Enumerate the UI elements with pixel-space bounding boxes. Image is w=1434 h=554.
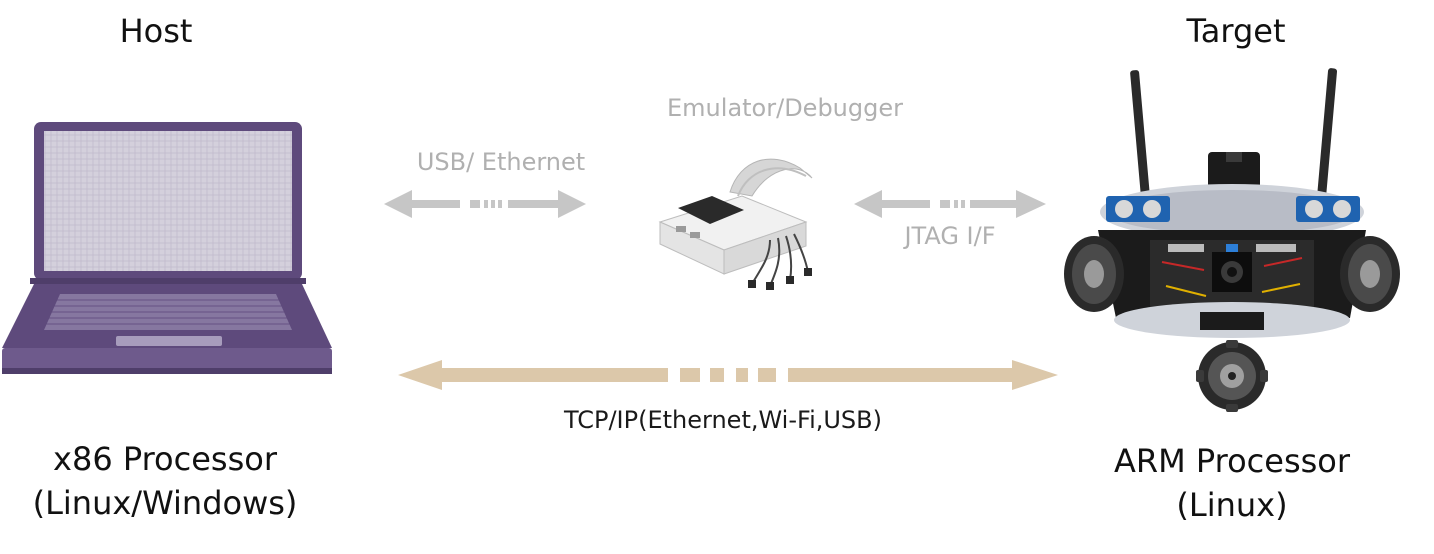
target-heading: Target (1186, 12, 1286, 50)
target-processor-label: ARM Processor (1113, 442, 1351, 480)
host-os-label: (Linux/Windows) (32, 484, 298, 522)
usb-ethernet-label: USB/ Ethernet (416, 148, 586, 176)
jtag-label: JTAG I/F (904, 222, 996, 250)
tcpip-arrow (398, 360, 1058, 390)
debugger-title: Emulator/Debugger (667, 94, 903, 122)
host-processor-label: x86 Processor (53, 440, 277, 478)
host-heading: Host (119, 12, 193, 50)
jtag-arrow (854, 190, 1046, 218)
laptop-icon (2, 122, 332, 374)
robot-icon (1064, 68, 1400, 412)
target-os-label: (Linux) (1176, 486, 1288, 524)
debugger-device-icon (658, 158, 813, 290)
usb-ethernet-arrow (384, 190, 586, 218)
tcpip-label: TCP/IP(Ethernet,Wi-Fi,USB) (563, 406, 882, 434)
